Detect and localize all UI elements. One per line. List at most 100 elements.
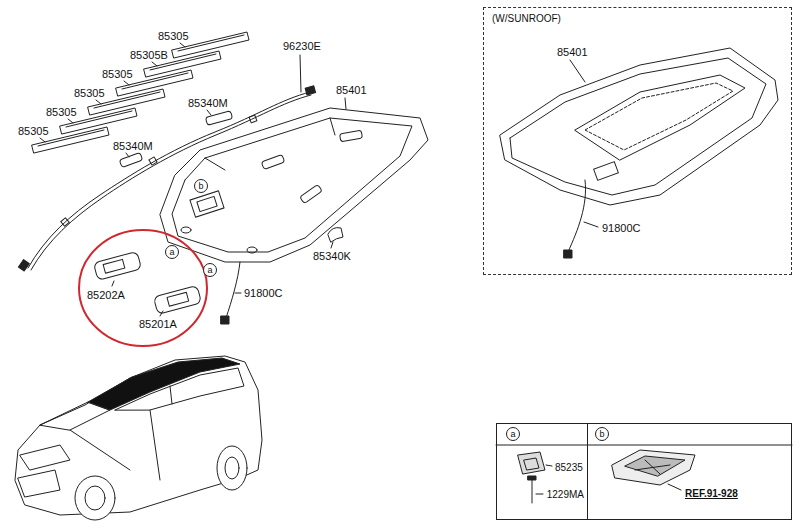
harness-wire <box>226 262 240 318</box>
sunroof-headliner <box>575 75 745 160</box>
pad-strip <box>68 119 73 123</box>
vehicle <box>170 386 172 404</box>
part-number: 85305 <box>101 68 134 80</box>
roof-wire <box>149 157 157 165</box>
pad-strip <box>40 138 45 142</box>
grab-handle <box>331 242 333 248</box>
vehicle <box>15 356 262 520</box>
pad-strip <box>96 100 101 104</box>
harness-wire <box>221 316 229 324</box>
circle-letter: b <box>599 430 604 439</box>
detail-cell: REF.91-928 b <box>587 423 792 520</box>
pad-strip <box>152 62 157 66</box>
sunroof-headliner <box>510 58 766 195</box>
option-region: (W/SUNROOF) 85401 91800C <box>483 7 792 275</box>
vehicle <box>217 446 247 490</box>
circle-letter: a <box>207 266 212 275</box>
part-number: 85305 <box>73 87 106 99</box>
parts-illustration <box>15 32 792 520</box>
detail-table <box>645 460 660 474</box>
reference-circle: a <box>506 427 520 441</box>
part-number: 85305 <box>45 106 78 118</box>
part-number: 91800C <box>243 287 284 299</box>
grab-handle <box>205 111 232 125</box>
roof-wire <box>249 115 257 123</box>
sunroof-headliner <box>585 83 733 150</box>
part-number: 96230E <box>282 40 322 52</box>
detail-table <box>528 476 536 480</box>
sun-visor <box>153 285 201 314</box>
detail-table <box>668 484 681 490</box>
headliner <box>339 130 362 142</box>
circle-letter: a <box>169 248 174 257</box>
sunroof-headliner <box>568 180 586 252</box>
sun-visor <box>93 251 141 280</box>
reference-circle: b <box>595 427 609 441</box>
roof-wire <box>61 218 69 226</box>
part-number: 85401 <box>335 84 368 96</box>
detail-table <box>625 456 685 476</box>
headliner <box>172 118 412 252</box>
part-number: 85305 <box>17 125 50 137</box>
grab-handle <box>207 110 211 115</box>
detail-table <box>536 494 543 495</box>
pad-strip <box>124 81 129 85</box>
headliner <box>247 247 257 253</box>
circle-letter: b <box>198 182 203 191</box>
roof-wire <box>300 55 301 92</box>
sunroof-headliner <box>594 162 619 181</box>
detail-table <box>546 465 552 466</box>
sunroof-headliner <box>500 48 778 205</box>
vehicle <box>88 358 240 410</box>
sunroof-headliner <box>584 222 598 227</box>
headliner <box>345 98 346 109</box>
roof-wire <box>305 86 316 95</box>
detail-table <box>496 445 792 446</box>
vehicle <box>75 476 115 520</box>
sunroof-headliner <box>570 60 585 82</box>
vehicle <box>85 486 105 510</box>
vehicle <box>40 402 110 430</box>
part-number: 85235 <box>554 462 584 474</box>
sunroof-headliner <box>500 48 778 258</box>
grab-handle <box>119 152 142 167</box>
detail-table <box>496 445 792 503</box>
part-number: 85202A <box>86 289 126 301</box>
sun-visor <box>112 281 114 286</box>
detail-table <box>532 478 533 503</box>
headliner <box>181 227 191 233</box>
reference-circle: a <box>165 245 179 259</box>
grab-handle <box>126 153 129 157</box>
sun-visor <box>167 292 189 306</box>
vehicle <box>115 368 244 410</box>
sun-visor <box>160 311 163 316</box>
part-number: 85305 <box>157 30 190 42</box>
vehicle <box>150 410 160 480</box>
reference-circle: a <box>203 263 217 277</box>
headliner <box>330 118 335 135</box>
harness-wire <box>221 262 241 324</box>
vehicle <box>20 445 70 470</box>
vehicle <box>225 457 239 479</box>
roof-wire <box>18 260 29 271</box>
grab-handle <box>328 228 343 242</box>
headliner <box>197 196 217 211</box>
detail-table <box>524 458 539 470</box>
detail-cell: 85235 1229MA a <box>496 423 588 520</box>
part-number: 91800C <box>601 222 642 234</box>
sun-visor <box>103 259 125 273</box>
highlight-ring <box>79 230 207 346</box>
detail-table <box>612 450 695 485</box>
harness-wire <box>235 293 241 294</box>
headliner <box>205 158 225 170</box>
part-number: 85401 <box>556 46 589 58</box>
reference-note: REF.91-928 <box>684 488 739 500</box>
region-heading: (W/SUNROOF) <box>491 13 562 25</box>
sun-visor <box>93 251 201 316</box>
vehicle <box>15 356 262 515</box>
part-number: 1229MA <box>546 489 585 501</box>
headliner <box>190 191 224 217</box>
vehicle <box>18 470 60 497</box>
part-number: 85305B <box>129 49 169 61</box>
